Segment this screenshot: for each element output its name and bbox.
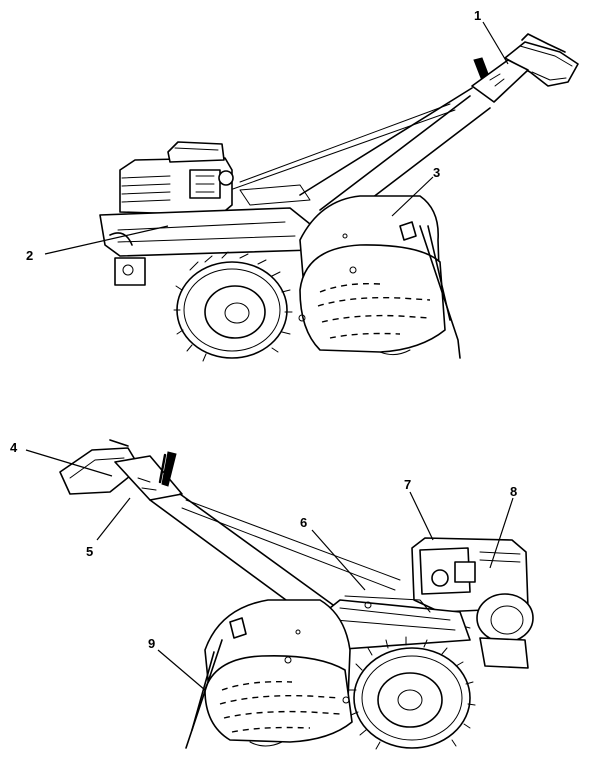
tiller-right-side-view: [44, 21, 579, 362]
callout-5: 5: [86, 544, 93, 559]
wheel-top: [173, 251, 293, 362]
wheel-bottom: [348, 636, 476, 750]
callout-2: 2: [26, 248, 33, 263]
tine-shield-bottom: [185, 599, 353, 749]
leader-3: [391, 176, 434, 217]
leader-6: [311, 529, 366, 591]
leader-1: [482, 21, 509, 65]
leader-9: [157, 649, 206, 691]
callout-3: 3: [433, 165, 440, 180]
leader-8: [489, 497, 514, 569]
callout-6: 6: [300, 515, 307, 530]
tiller-left-side-view: [25, 439, 534, 750]
callout-8: 8: [510, 484, 517, 499]
belt-cover-top: [99, 207, 316, 286]
callout-9: 9: [148, 636, 155, 651]
belt-cover-bottom: [314, 595, 471, 651]
tine-shield-top: [298, 195, 461, 359]
handlebar-top: [471, 33, 579, 103]
leader-7: [409, 491, 434, 541]
callout-7: 7: [404, 477, 411, 492]
leader-5: [96, 497, 131, 541]
leader-4: [25, 449, 113, 477]
handlebar-bottom: [59, 439, 183, 501]
engine-bottom: [407, 537, 534, 669]
engine-top: [119, 141, 311, 216]
callout-4: 4: [10, 440, 18, 455]
callout-1: 1: [474, 8, 481, 23]
leader-2: [44, 225, 169, 255]
